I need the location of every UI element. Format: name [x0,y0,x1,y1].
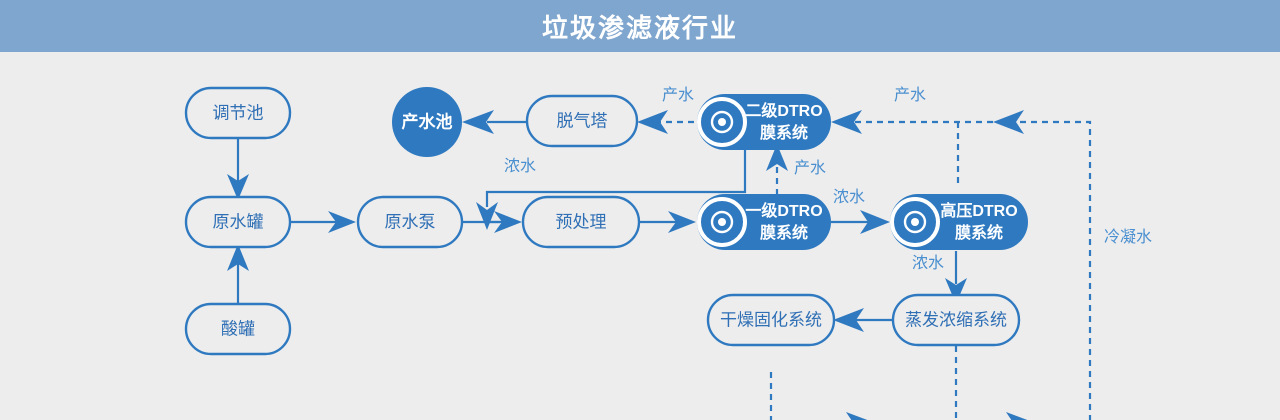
flow-lengningshui-loop [769,110,1092,420]
flow-suanguan-to-yuanshuiguan [227,244,249,304]
diagram-canvas: 调节池 原水罐 酸罐 原水泵 [184,86,1152,420]
node-layer: 调节池 原水罐 酸罐 原水泵 [184,86,1028,356]
node-tuoqita[interactable]: 脱气塔 [525,94,639,148]
edge-label-layer: 产水 产水 产水 浓水 浓水 浓水 冷凝水 [504,86,1152,272]
node-suanguan[interactable]: 酸罐 [184,302,292,356]
node-chanshuichi[interactable]: 产水池 [392,87,462,157]
node-gaoyadtro[interactable]: 高压DTRO 膜系统 [890,194,1028,250]
node-zhengfanongsuo[interactable]: 蒸发浓缩系统 [891,293,1021,347]
flow-yijidtro-to-erjidtro-chanshui [766,144,788,195]
node-chanshuichi-label: 产水池 [402,111,453,131]
node-erjidtro[interactable]: 二级DTRO 膜系统 [697,94,831,150]
edge-label-nongshui-return: 浓水 [504,157,536,175]
node-tiaojiechi-label: 调节池 [213,103,264,122]
flow-gaoyadtro-to-zhengfanongsuo-nongshui [945,251,967,304]
page-header: 垃圾渗滤液行业 [0,0,1280,52]
node-erjidtro-label-line2: 膜系统 [760,123,808,142]
page-title: 垃圾渗滤液行业 [541,12,738,43]
node-yijidtro-label-line1: 一级DTRO [745,201,822,220]
edge-label-chanshui-yiji: 产水 [794,159,826,177]
node-yuchuli[interactable]: 预处理 [521,195,641,249]
flow-tiaojiechi-to-yuanshuiguan [227,138,249,200]
edge-label-lengningshui: 冷凝水 [1104,228,1152,246]
node-zhengfanongsuo-label: 蒸发浓缩系统 [905,310,1007,329]
edge-label-nongshui-gaoya: 浓水 [833,188,865,206]
flow-yijidtro-to-gaoyadtro-nongshui [831,210,890,234]
node-ganzaoguhua[interactable]: 干燥固化系统 [706,293,836,347]
edge-label-chanshui-top-right: 产水 [894,86,926,104]
membrane-disc-icon [890,197,940,247]
node-tiaojiechi[interactable]: 调节池 [184,86,292,140]
flow-yuanshuiguan-to-yuanshuibeng [290,211,356,233]
node-yijidtro[interactable]: 一级DTRO 膜系统 [697,194,831,250]
membrane-disc-icon [697,97,747,147]
edge-label-chanshui-erji: 产水 [662,86,694,104]
node-gaoyadtro-label-line1: 高压DTRO [940,201,1017,220]
process-diagram: 调节池 原水罐 酸罐 原水泵 [0,52,1280,420]
node-yuanshuiguan[interactable]: 原水罐 [184,195,292,249]
node-gaoyadtro-label-line2: 膜系统 [955,223,1003,242]
connector-layer [227,110,1092,420]
node-tuoqita-label: 脱气塔 [557,111,608,130]
node-yijidtro-label-line2: 膜系统 [760,223,808,242]
membrane-disc-icon [697,197,747,247]
node-yuchuli-label: 预处理 [556,212,607,231]
node-erjidtro-label-line1: 二级DTRO [745,101,822,120]
node-yuanshuibeng[interactable]: 原水泵 [356,195,464,249]
node-suanguan-label: 酸罐 [221,319,255,338]
flow-erjidtro-to-yuchuli-nongshui [476,146,747,230]
flow-yuchuli-to-yijidtro [639,211,696,233]
node-ganzaoguhua-label: 干燥固化系统 [720,310,822,329]
flow-tuoqita-to-chanshuichi [462,110,527,134]
flow-erjidtro-to-tuoqita-chanshui [637,110,694,134]
flow-zhengfanongsuo-to-ganzaoguhua [833,308,893,332]
node-yuanshuibeng-label: 原水泵 [385,212,436,231]
node-yuanshuiguan-label: 原水罐 [213,212,264,231]
edge-label-nongshui-zhengfa: 浓水 [912,254,944,272]
